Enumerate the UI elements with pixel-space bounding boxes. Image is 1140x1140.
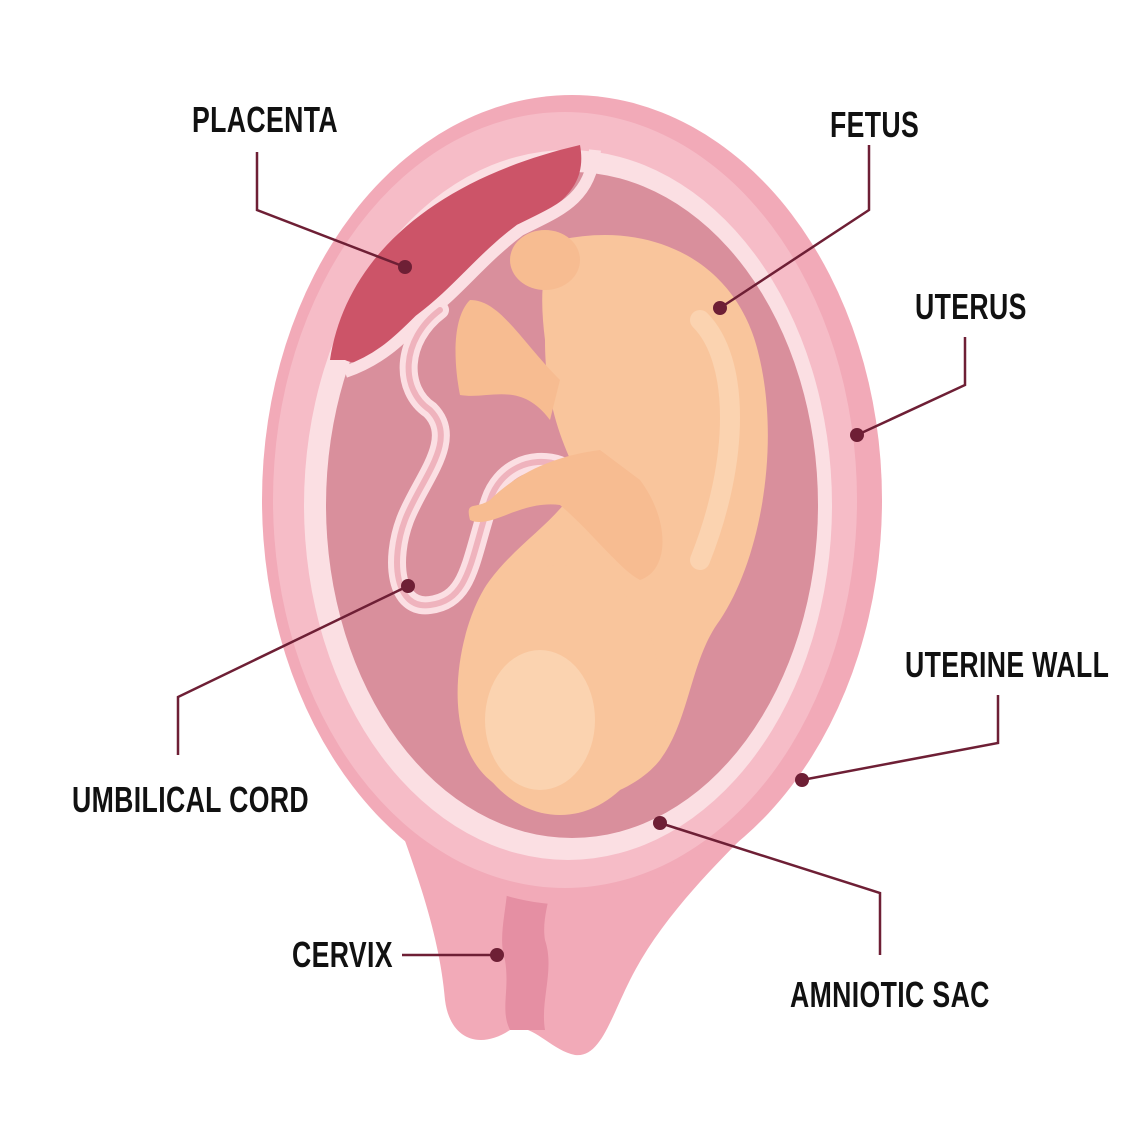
umbilical-cord-leader-line <box>176 584 409 755</box>
label-amniotic-sac: AMNIOTIC SAC <box>790 974 990 1015</box>
label-uterine-wall: UTERINE WALL <box>905 644 1110 685</box>
label-uterus: UTERUS <box>915 286 1027 327</box>
placenta-marker <box>398 260 412 274</box>
placenta-shape <box>330 145 582 363</box>
uterus-leader-line <box>856 337 967 437</box>
fetus-foot <box>510 230 580 290</box>
label-placenta: PLACENTA <box>192 99 339 140</box>
umbilical-cord-marker <box>401 579 415 593</box>
label-fetus: FETUS <box>830 104 920 145</box>
label-umbilical-cord: UMBILICAL CORD <box>72 779 310 820</box>
umbilical-cord-core <box>394 307 563 609</box>
fetus-head-highlight <box>485 650 595 790</box>
uterine-wall-marker <box>795 773 809 787</box>
placenta-membrane <box>342 149 601 378</box>
label-cervix: CERVIX <box>292 934 393 975</box>
fetus-marker <box>713 301 727 315</box>
fetus-shape <box>455 230 768 815</box>
fetus-leader-line <box>719 145 871 310</box>
fetus-leg <box>455 300 560 420</box>
amniotic-sac-marker <box>653 816 667 830</box>
fetus-arm <box>468 450 663 580</box>
amniotic-sac-leader-line <box>659 821 882 955</box>
placenta-leader-line <box>255 152 406 269</box>
uterine-wall-leader-line <box>801 695 1000 782</box>
uterus-marker <box>850 428 864 442</box>
fetus-back-highlight <box>690 310 740 570</box>
cervix-marker <box>490 948 504 962</box>
